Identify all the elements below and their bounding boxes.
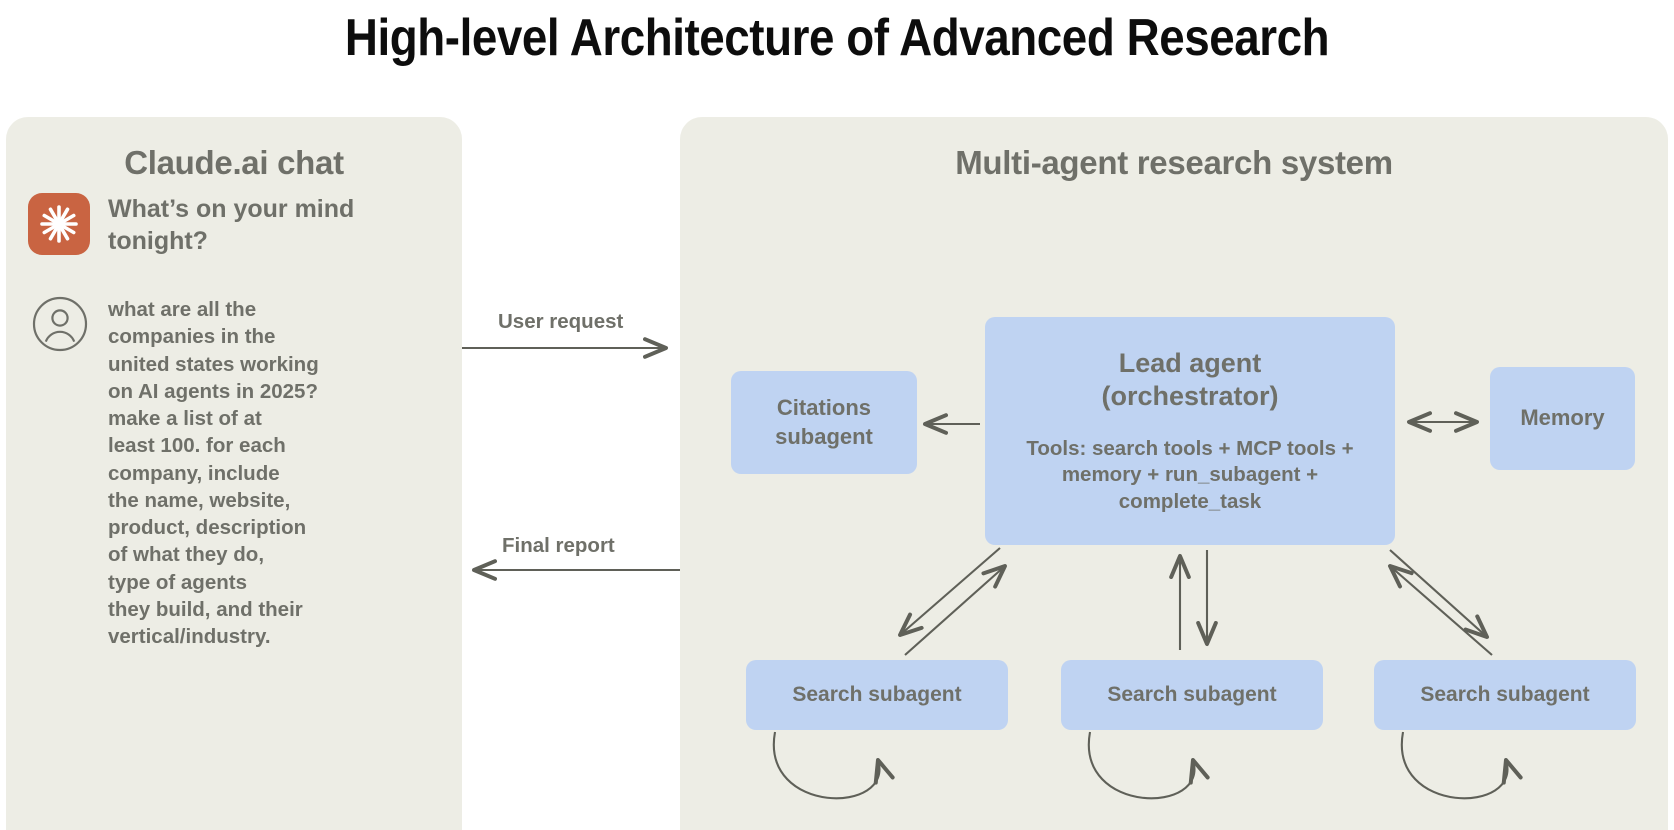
- user-message-text: what are all the companies in the united…: [108, 298, 319, 648]
- node-memory[interactable]: Memory: [1490, 367, 1635, 470]
- node-citations-subagent-label: Citations subagent: [775, 394, 873, 449]
- node-lead-agent[interactable]: Lead agent (orchestrator) Tools: search …: [985, 317, 1395, 545]
- node-lead-agent-tools: Tools: search tools + MCP tools + memory…: [1026, 436, 1354, 513]
- claude-greeting-text: What’s on your mind tonight?: [108, 195, 355, 255]
- node-search-subagent-3[interactable]: Search subagent: [1374, 660, 1636, 730]
- multi-agent-system-panel-heading: Multi-agent research system: [955, 144, 1393, 181]
- node-search-subagent-2[interactable]: Search subagent: [1061, 660, 1323, 730]
- node-memory-label: Memory: [1520, 405, 1605, 431]
- connector-label-user-request: User request: [498, 310, 624, 333]
- node-search-subagent-1-label: Search subagent: [792, 683, 962, 707]
- node-search-subagent-2-label: Search subagent: [1107, 683, 1277, 707]
- user-avatar-icon: [32, 296, 88, 352]
- claude-starburst-icon: [28, 193, 90, 255]
- node-citations-subagent[interactable]: Citations subagent: [731, 371, 917, 474]
- claude-chat-panel-heading: Claude.ai chat: [124, 144, 344, 181]
- node-lead-agent-title: Lead agent (orchestrator): [1101, 347, 1279, 412]
- node-search-subagent-1[interactable]: Search subagent: [746, 660, 1008, 730]
- claude-greeting-row: What’s on your mind tonight?: [28, 193, 368, 257]
- node-search-subagent-3-label: Search subagent: [1420, 683, 1590, 707]
- connector-label-final-report: Final report: [502, 534, 615, 557]
- user-message-row: what are all the companies in the united…: [32, 296, 360, 650]
- page-title: High-level Architecture of Advanced Rese…: [344, 9, 1330, 67]
